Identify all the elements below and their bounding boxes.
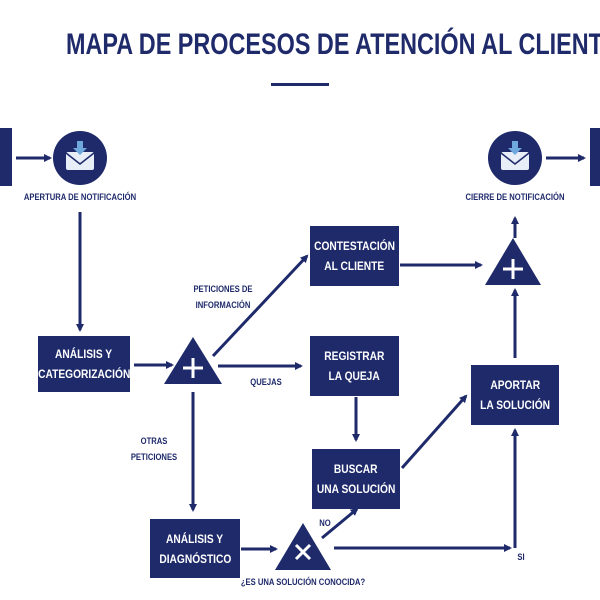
box-line: ANÁLISIS Y bbox=[55, 347, 113, 361]
edge-label-peticiones: PETICIONES DE INFORMACIÓN bbox=[185, 281, 262, 313]
box-line: BUSCAR bbox=[334, 462, 378, 476]
end-event-label: CIERRE DE NOTIFICACIÓN bbox=[465, 192, 565, 202]
right-edge-block bbox=[590, 128, 600, 186]
box-line: DIAGNÓSTICO bbox=[159, 551, 231, 566]
box-analisis-categorizacion: ANÁLISIS Y CATEGORIZACIÓN bbox=[38, 336, 130, 392]
decision-gateway-x-icon bbox=[275, 523, 331, 570]
box-line: REGISTRAR bbox=[324, 349, 385, 363]
edge-label-line: PETICIONES bbox=[130, 452, 178, 462]
box-line: AL CLIENTE bbox=[324, 259, 385, 273]
edge-label-line: INFORMACIÓN bbox=[195, 300, 251, 310]
edge-label-si: SI bbox=[517, 552, 525, 562]
box-line: LA SOLUCIÓN bbox=[480, 398, 550, 412]
edge-label-otras: OTRAS PETICIONES bbox=[127, 433, 181, 465]
box-line: APORTAR bbox=[490, 378, 540, 392]
split-gateway-plus-icon bbox=[164, 337, 222, 384]
left-edge-block bbox=[0, 128, 12, 186]
box-aportar: APORTAR LA SOLUCIÓN bbox=[471, 365, 559, 425]
box-analisis-diagnostico: ANÁLISIS Y DIAGNÓSTICO bbox=[150, 519, 240, 578]
edge-label-line: PETICIONES DE bbox=[193, 284, 253, 294]
merge-gateway-plus-icon bbox=[485, 238, 541, 285]
start-event bbox=[53, 131, 107, 185]
arrow-decision-to-buscar bbox=[321, 507, 359, 540]
box-line: UNA SOLUCIÓN bbox=[316, 482, 396, 496]
envelope-download-icon bbox=[500, 141, 530, 170]
box-registrar: REGISTRAR LA QUEJA bbox=[310, 336, 399, 396]
arrow-buscar-to-aportar bbox=[400, 394, 468, 469]
box-buscar: BUSCAR UNA SOLUCIÓN bbox=[312, 449, 400, 509]
edge-label-no: NO bbox=[319, 518, 331, 528]
box-line: ANÁLISIS Y bbox=[166, 531, 224, 546]
edge-label-line: OTRAS bbox=[140, 436, 168, 446]
decision-question-label: ¿ES UNA SOLUCIÓN CONOCIDA? bbox=[240, 577, 366, 587]
box-contestacion: CONTESTACIÓN AL CLIENTE bbox=[310, 226, 399, 286]
box-line: LA QUEJA bbox=[328, 369, 381, 383]
edge-label-quejas: QUEJAS bbox=[250, 377, 282, 387]
page-title: MAPA DE PROCESOS DE ATENCIÓN AL CLIENTE bbox=[66, 28, 600, 61]
box-line: CATEGORIZACIÓN bbox=[37, 367, 131, 381]
box-line: CONTESTACIÓN bbox=[314, 239, 395, 253]
end-event bbox=[488, 131, 542, 185]
start-event-label: APERTURA DE NOTIFICACIÓN bbox=[23, 192, 137, 202]
arrow-split-to-contestacion bbox=[211, 254, 309, 358]
envelope-download-icon bbox=[65, 141, 95, 170]
title-underline bbox=[271, 83, 329, 86]
